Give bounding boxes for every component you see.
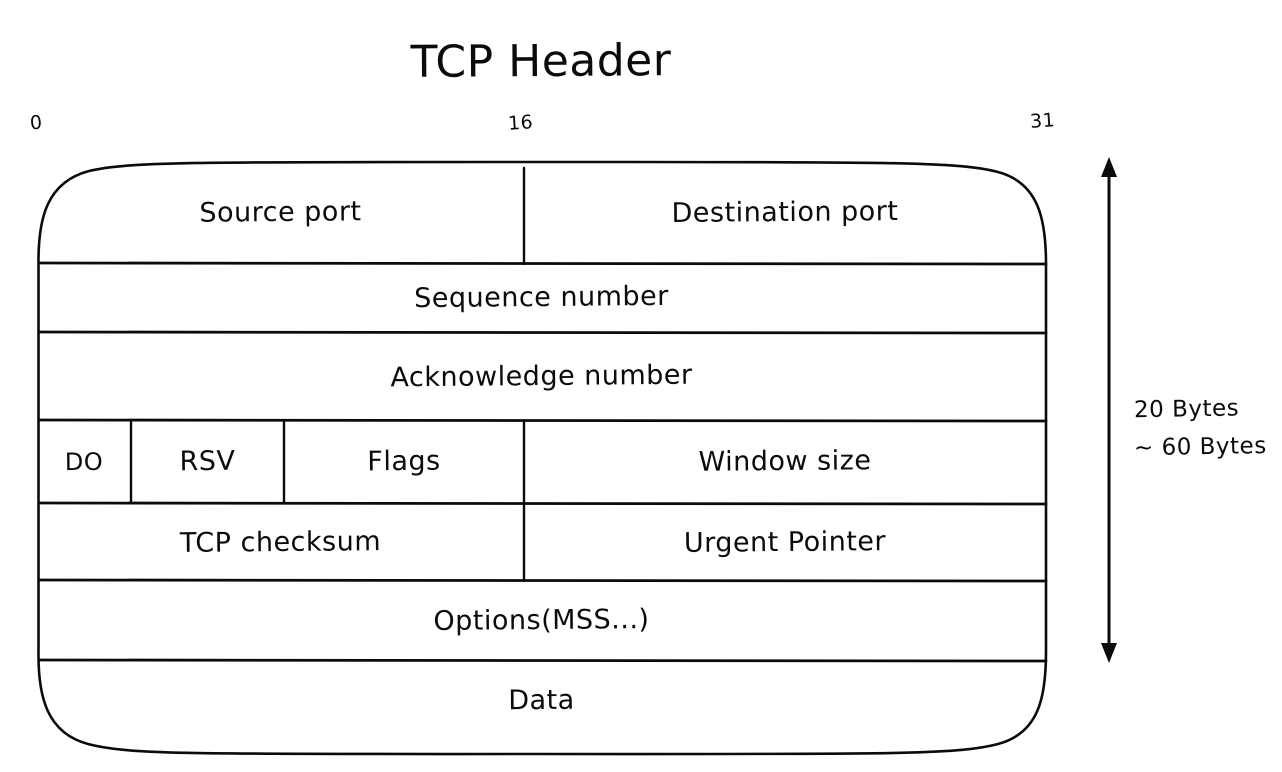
double-headed-vertical-arrow-icon xyxy=(1101,157,1117,663)
size-annotation: 20 Bytes ~ 60 Bytes xyxy=(1134,390,1282,466)
field-acknowledge-number: Acknowledge number xyxy=(390,359,693,393)
header-box-outline xyxy=(37,160,1048,756)
field-source-port: Source port xyxy=(199,195,362,229)
bit-label-16: 16 xyxy=(507,111,534,135)
field-sequence-number: Sequence number xyxy=(414,280,669,315)
bit-label-31: 31 xyxy=(1029,109,1056,133)
field-flags: Flags xyxy=(367,445,441,478)
field-data: Data xyxy=(508,684,575,717)
field-tcp-checksum: TCP checksum xyxy=(179,525,382,559)
field-data-offset: DO xyxy=(64,447,104,477)
field-options: Options(MSS...) xyxy=(433,603,650,637)
size-annotation-line-1: 20 Bytes xyxy=(1133,395,1240,424)
page-title: TCP Header xyxy=(410,35,672,88)
field-urgent-pointer: Urgent Pointer xyxy=(683,525,887,559)
field-window-size: Window size xyxy=(698,445,872,478)
bit-label-0: 0 xyxy=(29,111,44,135)
field-destination-port: Destination port xyxy=(671,195,899,229)
field-reserved: RSV xyxy=(179,445,236,478)
header-structure-box: Source port Destination port Sequence nu… xyxy=(37,160,1048,756)
size-annotation-line-2: ~ 60 Bytes xyxy=(1133,432,1267,462)
